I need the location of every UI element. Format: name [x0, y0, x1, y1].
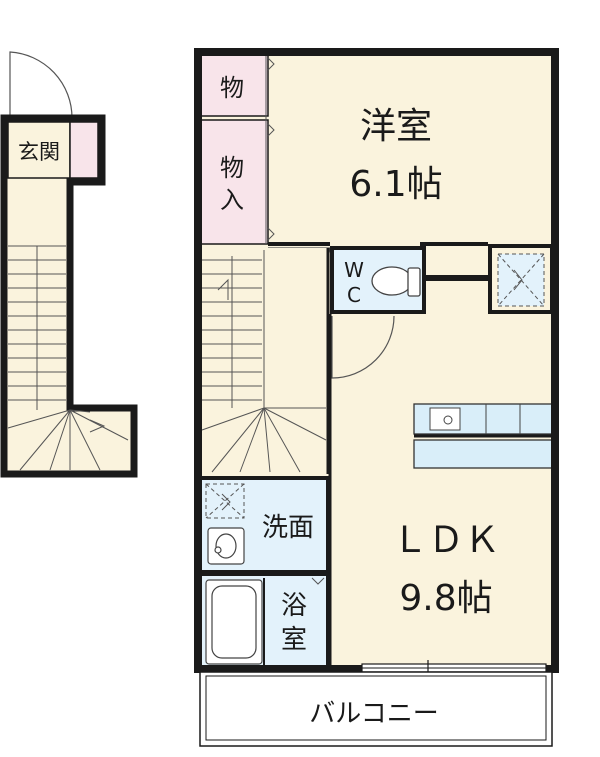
entrance-door-swing: [9, 51, 73, 119]
genkan-label: 玄関: [18, 140, 60, 164]
ground-floor: 玄関: [0, 51, 138, 478]
balcony: [199, 671, 553, 747]
ldk-name: ＬＤＫ: [392, 520, 500, 561]
balcony-label: バルコニー: [309, 699, 438, 729]
ldk-size: 9.8帖: [399, 578, 492, 619]
washroom-vent-marks: [205, 483, 245, 519]
wc-label-w: W: [344, 258, 364, 282]
storage-closet-label-top: 物: [220, 154, 244, 182]
washroom-label: 洗面: [262, 513, 314, 543]
bathroom-label-bottom: 室: [281, 625, 307, 655]
storage-closet: [199, 119, 269, 245]
youshitsu-name: 洋室: [360, 106, 432, 147]
stair-treads-left: [7, 245, 129, 471]
sink-icon: [207, 527, 245, 565]
pipe-shaft-marks: [497, 253, 545, 307]
bathroom-label-top: 浴: [281, 591, 307, 621]
bathroom-door-mark: [311, 577, 325, 585]
kitchen-counter: [413, 403, 553, 469]
storage-small-label: 物: [220, 74, 244, 102]
wc-label-c: C: [347, 283, 361, 307]
storage-closet-label-bottom: 入: [220, 186, 244, 214]
bathtub-icon: [205, 579, 263, 665]
door-swing-ldk: [331, 315, 395, 379]
stair-treads-right: [201, 250, 327, 473]
youshitsu-size: 6.1帖: [349, 164, 442, 205]
genkan-shoe-box: [69, 121, 99, 179]
closet-door-marks: [265, 54, 275, 244]
toilet-icon: [371, 266, 421, 297]
upper-floor: 物 物 入 洋室 6.1帖: [194, 48, 559, 747]
